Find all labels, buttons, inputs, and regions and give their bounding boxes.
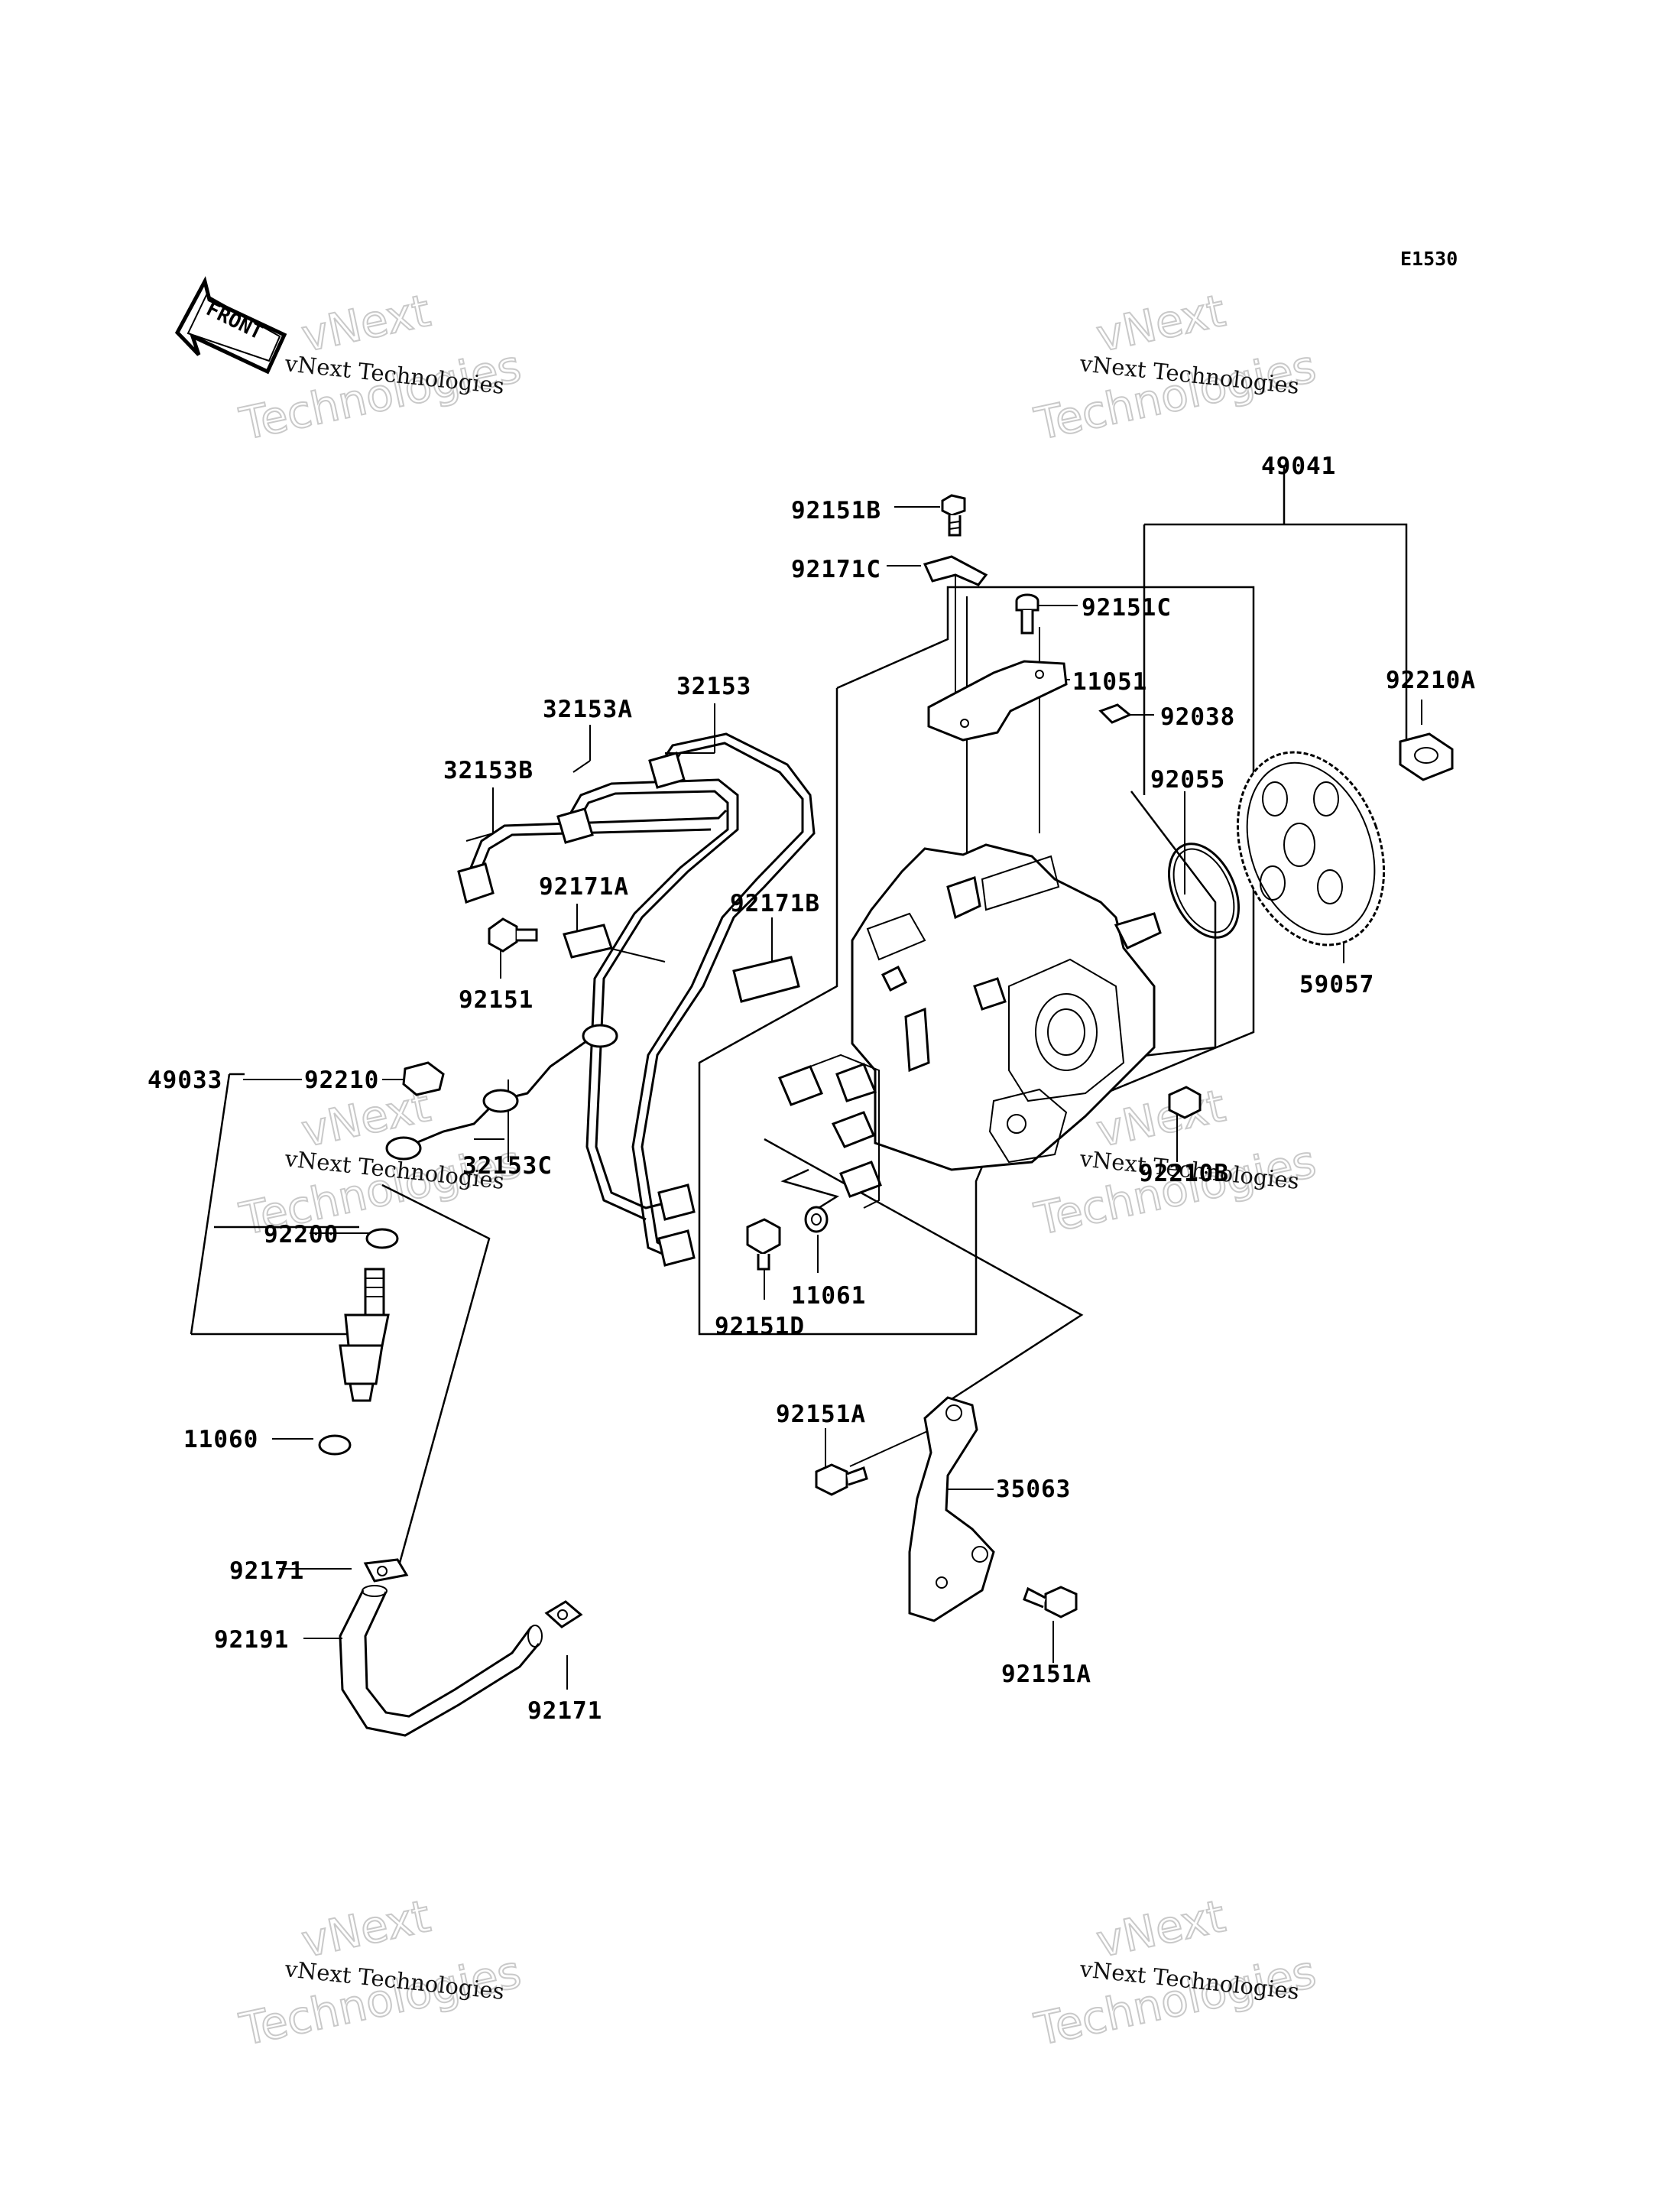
nut-92210-icon [402, 1061, 445, 1096]
label-92151B: 92151B [791, 497, 881, 524]
label-92055: 92055 [1150, 766, 1225, 794]
nut-92210B-icon [1168, 1086, 1202, 1119]
injection-pipes-icon [457, 732, 816, 1267]
leak-off-pipe-32153C-icon [385, 1024, 618, 1161]
label-92151D: 92151D [715, 1313, 805, 1340]
label-92171C: 92171C [791, 556, 881, 583]
leader-lines [243, 506, 1422, 1690]
bracket-35063-icon [908, 1396, 995, 1622]
label-32153A: 32153A [543, 696, 633, 723]
watermark-top-right: vNext Technologies vNext Technologies [1030, 284, 1322, 451]
clip-92171-bottom-icon [544, 1600, 583, 1628]
label-49033: 49033 [148, 1067, 222, 1094]
gear-59057-icon [1236, 751, 1386, 946]
washer-11060-icon [318, 1434, 352, 1456]
label-92210: 92210 [304, 1067, 379, 1094]
svg-text:vNext: vNext [1092, 1890, 1230, 1968]
label-11051: 11051 [1072, 668, 1147, 696]
hose-92191-icon [339, 1585, 543, 1737]
label-92038: 92038 [1160, 703, 1235, 731]
watermark-bottom-right: vNext Technologies vNext Technologies [1030, 1889, 1322, 2057]
front-arrow-icon: FRONT [174, 276, 287, 375]
injector-nozzle-icon [339, 1268, 390, 1402]
label-92171-left: 92171 [229, 1557, 304, 1585]
bolt-92151-icon [488, 917, 538, 953]
svg-text:vNext: vNext [1092, 284, 1230, 362]
clamp-92171C-icon [923, 555, 988, 586]
bolt-92151A-top-icon [815, 1463, 868, 1496]
label-49041: 49041 [1261, 453, 1336, 480]
part-labels: 49041 92151B 92171C 92151C 92210A 11051 … [148, 453, 1476, 1725]
nut-92210A-icon [1399, 732, 1454, 781]
label-92151C: 92151C [1082, 594, 1172, 622]
label-11060: 11060 [183, 1426, 258, 1453]
label-92151A-top: 92151A [776, 1401, 866, 1428]
label-92171B: 92171B [730, 890, 820, 917]
label-92210A: 92210A [1386, 667, 1476, 694]
clip-92171-left-icon [363, 1558, 409, 1583]
label-11061: 11061 [791, 1282, 866, 1310]
label-92191: 92191 [214, 1626, 289, 1654]
bolt-92151B-icon [941, 494, 966, 537]
label-92171A: 92171A [539, 873, 629, 901]
label-32153C: 32153C [462, 1152, 553, 1180]
label-92151: 92151 [459, 986, 534, 1014]
group-boundary-lines [190, 466, 1408, 1572]
label-92171-bottom: 92171 [527, 1697, 602, 1725]
label-32153: 32153 [676, 673, 751, 700]
plate-11051-icon [927, 660, 1068, 742]
watermark-bottom-left: vNext Technologies vNext Technologies [235, 1889, 527, 2057]
washer-11061-icon [804, 1206, 829, 1233]
label-59057: 59057 [1299, 971, 1374, 998]
svg-text:vNext: vNext [297, 284, 435, 362]
watermark-top-left: vNext Technologies vNext Technologies [235, 284, 527, 451]
label-92151A-bottom: 92151A [1001, 1661, 1091, 1688]
svg-text:vNext: vNext [297, 1890, 435, 1968]
bolt-92151C-icon [1015, 593, 1039, 635]
key-92038-icon [1098, 703, 1132, 724]
label-32153B: 32153B [443, 757, 534, 784]
bolt-92151A-bottom-icon [1023, 1586, 1078, 1618]
label-92200: 92200 [264, 1221, 339, 1248]
injection-pump-icon [778, 843, 1162, 1209]
o-ring-92055-icon [1168, 843, 1240, 939]
bolt-92151D-icon [746, 1218, 781, 1271]
diagram-code: E1530 [1400, 248, 1458, 270]
label-92210B: 92210B [1139, 1160, 1229, 1187]
label-35063: 35063 [996, 1476, 1071, 1503]
washer-92200-icon [365, 1228, 399, 1249]
